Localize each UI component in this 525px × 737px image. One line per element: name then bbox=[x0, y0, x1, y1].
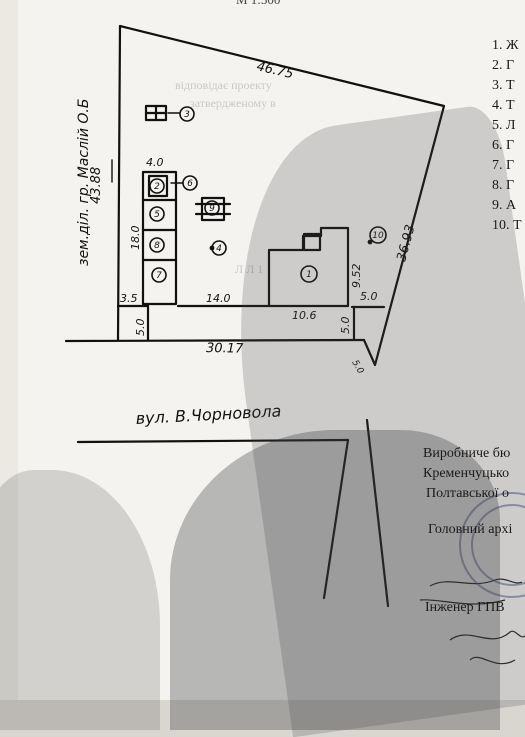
structure-9 bbox=[200, 196, 226, 222]
stamp-line-4: Головний архі bbox=[428, 522, 513, 537]
dim-col-height: 18.0 bbox=[129, 226, 142, 251]
legend-item: 2. Г bbox=[492, 58, 515, 73]
lot-boundary bbox=[116, 24, 446, 367]
signature bbox=[419, 578, 525, 665]
building-2-inner bbox=[147, 174, 169, 198]
legend-item: 1. Ж bbox=[492, 38, 519, 53]
legend-item: 5. Л bbox=[492, 118, 516, 133]
stamp-seal bbox=[459, 492, 525, 598]
marker-3-circle bbox=[179, 106, 195, 122]
dim-bottom: 30.17 bbox=[206, 341, 244, 357]
stamp-line-3: Полтавської о bbox=[426, 486, 510, 501]
dim-front-left: 5.0 bbox=[134, 319, 147, 337]
street-line-right bbox=[365, 418, 390, 608]
dim-gap-mid: 14.0 bbox=[206, 292, 231, 305]
marker-3: 3 bbox=[184, 110, 190, 120]
marker-7-circle bbox=[151, 267, 167, 283]
marker-5: 5 bbox=[154, 210, 160, 220]
dim-gap-left: 3.5 bbox=[120, 292, 138, 305]
dim-front-mid: 5.0 bbox=[339, 317, 352, 335]
marker-8: 8 bbox=[154, 241, 160, 251]
marker-4: 4 bbox=[216, 244, 222, 254]
outbuilding-column bbox=[141, 170, 178, 306]
faint-text-1: відповідає проекту bbox=[175, 78, 272, 92]
marker-1: 1 bbox=[306, 270, 312, 280]
faint-text-2: затвердженому в bbox=[190, 96, 276, 110]
hand-shadow-lower bbox=[170, 430, 500, 730]
legend-item: 4. Т bbox=[492, 98, 515, 113]
marker-10: 10 bbox=[372, 231, 384, 241]
dim-house-width: 10.6 bbox=[292, 309, 317, 322]
dim-top: 46.75 bbox=[255, 59, 295, 82]
legend-item: 7. Г bbox=[492, 158, 515, 173]
stamp-line-5: Інженер ГПВ bbox=[425, 600, 505, 615]
frontage-line bbox=[64, 338, 366, 343]
scale-label: M 1:500 bbox=[236, 0, 280, 8]
marker-9-circle bbox=[204, 200, 220, 216]
legend-item: 3. Т bbox=[492, 78, 515, 93]
stamp-line-1: Виробниче бю bbox=[423, 446, 511, 461]
marker-2: 2 bbox=[154, 182, 160, 192]
dim-left: 43.88 bbox=[89, 167, 104, 204]
street-line-top bbox=[76, 438, 350, 444]
dim-col-width: 4.0 bbox=[146, 156, 164, 169]
marker-10-circle bbox=[369, 226, 387, 244]
legend-item: 6. Г bbox=[492, 138, 515, 153]
marker-5-circle bbox=[149, 206, 165, 222]
legend-list: 1. Ж 2. Г 3. Т 4. Т 5. Л 6. Г 7. Г 8. Г … bbox=[492, 36, 522, 236]
dim-gap-right: 5.0 bbox=[360, 290, 378, 303]
marker-1-circle bbox=[300, 265, 318, 283]
stamp-line-2: Кременчуцько bbox=[423, 466, 510, 481]
marker-8-circle bbox=[149, 237, 165, 253]
legend-item: 8. Г bbox=[492, 178, 515, 193]
marker-6: 6 bbox=[187, 179, 193, 189]
faint-text-3: Л Л 1 bbox=[235, 262, 264, 276]
legend-item: 9. А bbox=[492, 198, 517, 213]
site-plan-drawing: 3 6 2 5 8 7 9 4 1 10 46.75 43.88 36.93 3… bbox=[64, 24, 525, 665]
street-line-left bbox=[322, 438, 350, 600]
marker-7: 7 bbox=[156, 271, 162, 281]
neighbor-label: зем.діл. гр. Маслій О.Б bbox=[76, 99, 92, 266]
marker-6-circle bbox=[182, 175, 198, 191]
marker-9: 9 bbox=[209, 204, 215, 214]
marker-2-circle bbox=[149, 178, 165, 194]
dim-house-height: 9.52 bbox=[350, 264, 363, 289]
legend-item: 10. Т bbox=[492, 218, 522, 233]
